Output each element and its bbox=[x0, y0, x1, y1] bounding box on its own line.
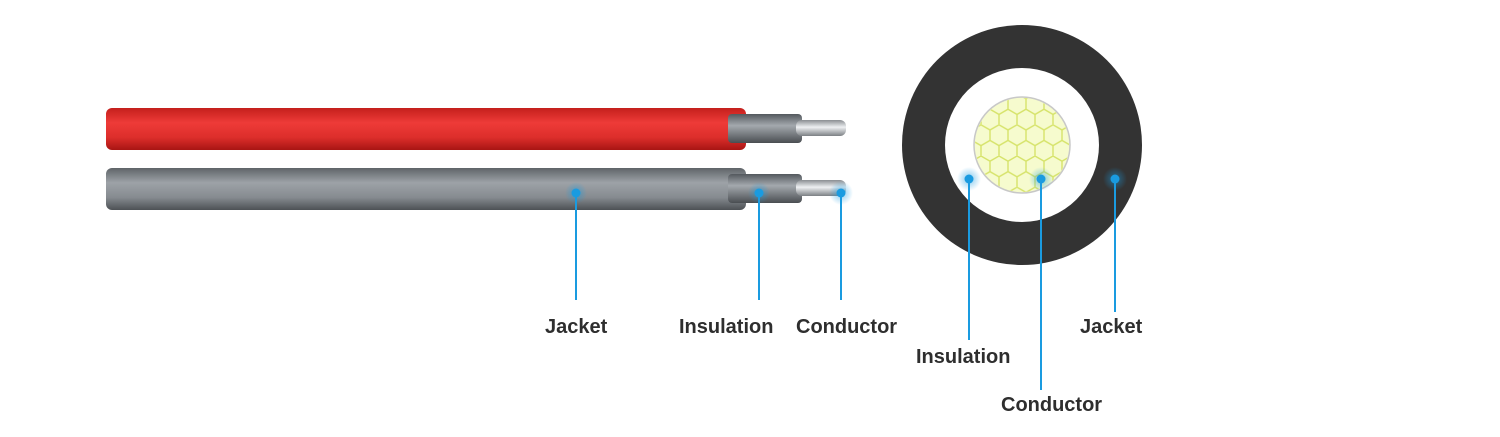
red-cable bbox=[106, 108, 846, 150]
label-side-jacket: Jacket bbox=[545, 316, 608, 338]
cross-conductor-strands bbox=[975, 98, 1069, 192]
callout-cross-jacket bbox=[1103, 167, 1127, 312]
red-conductor bbox=[796, 120, 846, 136]
label-cross-conductor: Conductor bbox=[1001, 394, 1103, 416]
red-insulation bbox=[728, 114, 802, 143]
callout-cross-conductor bbox=[1029, 167, 1053, 390]
callout-side-conductor bbox=[829, 181, 853, 300]
label-side-conductor: Conductor bbox=[796, 316, 898, 338]
cable-cross-section bbox=[902, 25, 1142, 265]
red-jacket bbox=[106, 108, 746, 150]
callout-side-jacket bbox=[565, 182, 587, 300]
label-cross-jacket: Jacket bbox=[1080, 316, 1143, 338]
callout-cross-insulation bbox=[957, 167, 981, 340]
gray-cable bbox=[106, 168, 846, 210]
callout-side-insulation bbox=[748, 182, 770, 300]
label-side-insulation: Insulation bbox=[679, 316, 774, 338]
label-cross-insulation: Insulation bbox=[916, 346, 1011, 368]
gray-jacket bbox=[106, 168, 746, 210]
